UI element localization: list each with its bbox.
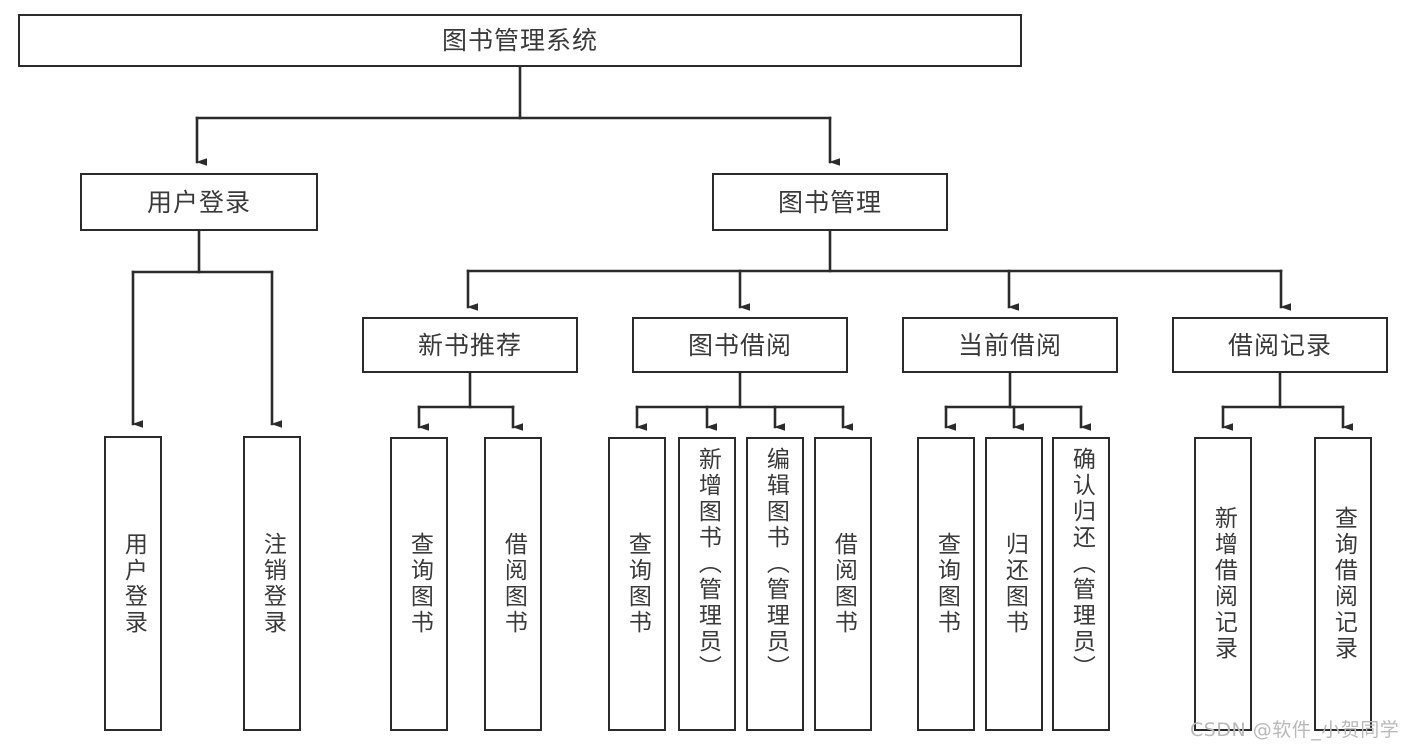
node-root[interactable]: 图书管理系统 (18, 14, 1022, 67)
node-current-borrow[interactable]: 当前借阅 (902, 317, 1118, 373)
node-book-manage[interactable]: 图书管理 (712, 173, 948, 231)
leaf-confirm-return-label: 确认归还（管理员） (1068, 447, 1095, 681)
leaf-confirm-return[interactable]: 确认归还（管理员） (1052, 437, 1110, 731)
leaf-return-book[interactable]: 归还图书 (985, 437, 1043, 731)
node-book-manage-label: 图书管理 (777, 187, 882, 217)
leaf-query-book-b-label: 查询图书 (624, 532, 651, 636)
leaf-query-record-label: 查询借阅记录 (1330, 506, 1357, 662)
node-book-borrow[interactable]: 图书借阅 (632, 317, 848, 373)
node-current-borrow-label: 当前借阅 (957, 330, 1062, 360)
watermark-text: CSDN @软件_小贺同学 (1190, 719, 1400, 741)
leaf-query-book-b[interactable]: 查询图书 (608, 437, 666, 731)
node-borrow-record[interactable]: 借阅记录 (1172, 317, 1388, 373)
leaf-borrow-book-b-label: 借阅图书 (830, 532, 857, 636)
leaf-user-login-label: 用户登录 (120, 531, 147, 636)
leaf-borrow-book-a[interactable]: 借阅图书 (484, 437, 542, 731)
leaf-query-book-a[interactable]: 查询图书 (390, 437, 448, 731)
leaf-edit-book-label: 编辑图书（管理员） (762, 447, 789, 681)
leaf-add-book[interactable]: 新增图书（管理员） (678, 437, 736, 731)
leaf-borrow-book-b[interactable]: 借阅图书 (814, 437, 872, 731)
node-new-book-recommend[interactable]: 新书推荐 (362, 317, 578, 373)
leaf-query-book-c-label: 查询图书 (933, 532, 960, 636)
leaf-return-book-label: 归还图书 (1001, 532, 1028, 636)
leaf-query-book-c[interactable]: 查询图书 (917, 437, 975, 731)
node-user-login[interactable]: 用户登录 (80, 173, 318, 231)
leaf-logout[interactable]: 注销登录 (243, 436, 301, 731)
leaf-add-book-label: 新增图书（管理员） (694, 447, 721, 681)
node-root-label: 图书管理系统 (441, 26, 598, 55)
leaf-user-login[interactable]: 用户登录 (104, 436, 162, 731)
node-book-borrow-label: 图书借阅 (687, 330, 792, 360)
node-borrow-record-label: 借阅记录 (1227, 330, 1332, 360)
leaf-add-record[interactable]: 新增借阅记录 (1194, 437, 1252, 731)
node-user-login-label: 用户登录 (146, 187, 251, 217)
node-new-book-recommend-label: 新书推荐 (417, 330, 522, 360)
leaf-add-record-label: 新增借阅记录 (1210, 506, 1237, 662)
leaf-borrow-book-a-label: 借阅图书 (500, 532, 527, 636)
leaf-edit-book[interactable]: 编辑图书（管理员） (746, 437, 804, 731)
leaf-logout-label: 注销登录 (259, 531, 286, 636)
leaf-query-book-a-label: 查询图书 (406, 532, 433, 636)
leaf-query-record[interactable]: 查询借阅记录 (1314, 437, 1372, 731)
